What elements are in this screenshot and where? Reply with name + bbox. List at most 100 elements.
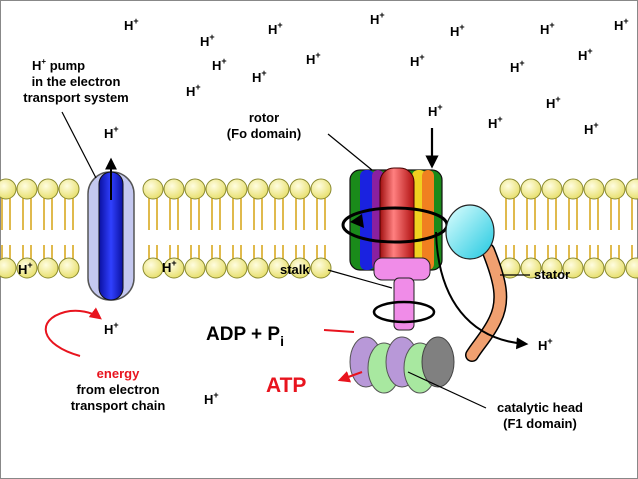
proton-label: H+ (306, 50, 321, 67)
stator (445, 204, 508, 362)
lipid-head (16, 257, 38, 279)
energy-arrow (44, 307, 102, 357)
proton-label: H+ (104, 124, 119, 141)
atp-arrow (337, 371, 363, 383)
proton-pump (87, 157, 135, 301)
lipid-head (520, 257, 542, 279)
pump-pointer-line (61, 111, 97, 179)
catalytic-head-f1 (349, 336, 455, 394)
proton-label: H+ (488, 114, 503, 131)
proton-label: H+ (370, 10, 385, 27)
lipid-head (604, 178, 626, 200)
energy-label-line1: energy (97, 366, 140, 381)
rotor-rotation-arrowhead (350, 214, 364, 228)
lipid-head (142, 178, 164, 200)
lipid-head (520, 178, 542, 200)
lipid-head (184, 178, 206, 200)
lipid-head (289, 257, 311, 279)
head-subunit (421, 336, 455, 388)
proton-label: H+ (18, 260, 33, 277)
proton-labels: H+ H+ H+ H+ H+ H+ H+ H+ H+ H+ H+ H+ H+ H+ H+ H+ H+ H+ H+ H+… (18, 10, 629, 407)
adp-arrow (323, 329, 355, 333)
proton-label: H+ (578, 46, 593, 63)
lipid-head (310, 257, 332, 279)
proton-label: H+ (510, 58, 525, 75)
proton-label: H+ (540, 20, 555, 37)
lipid-head (541, 257, 563, 279)
stalk-label: stalk (280, 262, 310, 277)
head-label-line2: (F1 domain) (503, 416, 577, 431)
stalk-shaft (393, 277, 415, 331)
lipid-head (583, 178, 605, 200)
lipid-head (58, 178, 80, 200)
proton-label: H+ (162, 258, 177, 275)
energy-label-line2: from electron (76, 382, 159, 397)
pump-label-line0: H+ pump (32, 57, 85, 73)
lipid-head (541, 178, 563, 200)
stalk-pointer-line (327, 269, 393, 289)
lipid-head (0, 257, 17, 279)
rotor-blue-segment (360, 170, 374, 270)
rotor-fo-domain (341, 128, 449, 273)
proton-exit-arrow (435, 231, 529, 350)
lipid-head (625, 257, 638, 279)
lipid-head (226, 257, 248, 279)
proton-label: H+ (186, 82, 201, 99)
pump-label-line2: transport system (23, 90, 128, 105)
lipid-head (247, 178, 269, 200)
lipid-head (58, 257, 80, 279)
label-proton-pump: H+ pump in the electron transport system (23, 57, 128, 105)
atp-label: ATP (266, 374, 306, 397)
lipid-head (37, 257, 59, 279)
lipid-head (583, 257, 605, 279)
lipid-head (142, 257, 164, 279)
proton-label: H+ (410, 52, 425, 69)
lipid-head (268, 178, 290, 200)
rotor-label-line2: (Fo domain) (227, 126, 301, 141)
stator-head (445, 204, 495, 260)
proton-label: H+ (584, 120, 599, 137)
stator-label: stator (534, 267, 570, 282)
rotor-label-line1: rotor (249, 110, 279, 125)
lipid-head (226, 178, 248, 200)
lipid-head (205, 178, 227, 200)
lipid-head (289, 178, 311, 200)
rotor-red-core (379, 167, 415, 273)
lipid-head (184, 257, 206, 279)
proton-label: H+ (268, 20, 283, 37)
lipid-head (163, 257, 185, 279)
proton-label: H+ (450, 22, 465, 39)
stalk-rotation-ring (372, 300, 436, 324)
stalk-top (373, 257, 431, 281)
stator-arm (466, 244, 506, 361)
stalk (372, 257, 436, 331)
lipid-head (499, 178, 521, 200)
energy-label-line3: transport chain (71, 398, 166, 413)
proton-label: H+ (252, 68, 267, 85)
lipid-head (604, 257, 626, 279)
lipid-head (268, 257, 290, 279)
lipid-head (16, 178, 38, 200)
proton-label: H+ (614, 16, 629, 33)
lipid-head (310, 178, 332, 200)
proton-label: H+ (124, 16, 139, 33)
lipid-head (625, 178, 638, 200)
lipid-head (562, 257, 584, 279)
proton-label: H+ (104, 320, 119, 337)
rotor-pointer-line (327, 133, 373, 171)
lipid-head (37, 178, 59, 200)
lipid-head (205, 257, 227, 279)
proton-label: H+ (428, 102, 443, 119)
lipid-head (0, 178, 17, 200)
adp-label: ADP + Pi (206, 324, 284, 349)
lipid-head (247, 257, 269, 279)
lipid-head (163, 178, 185, 200)
lipid-head (562, 178, 584, 200)
proton-label: H+ (212, 56, 227, 73)
pump-label-line1: in the electron (32, 74, 121, 89)
lipid-bilayer (0, 178, 638, 279)
proton-label: H+ (200, 32, 215, 49)
proton-label: H+ (204, 390, 219, 407)
proton-label: H+ (546, 94, 561, 111)
